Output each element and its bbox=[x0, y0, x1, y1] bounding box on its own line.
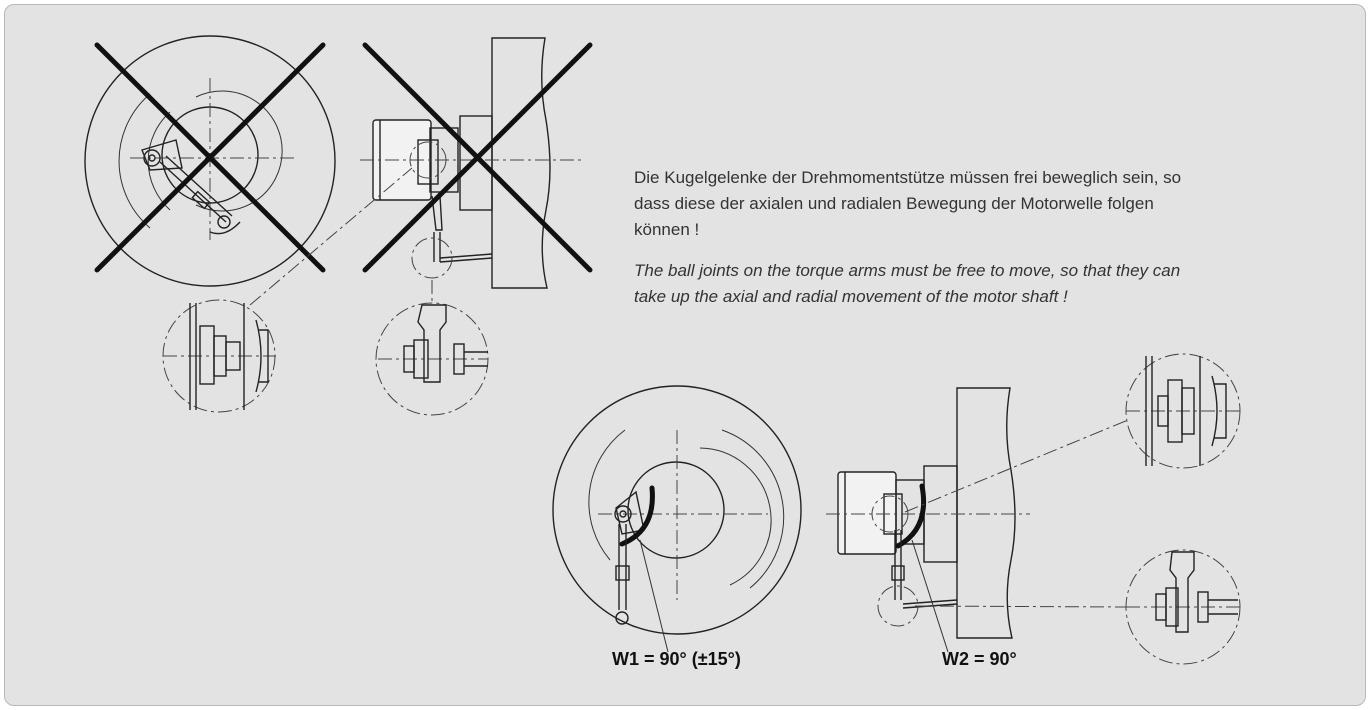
note-german: Die Kugelgelenke der Drehmomentstütze mü… bbox=[634, 168, 1182, 239]
front-view-correct bbox=[552, 385, 802, 653]
angle-marker-w2 bbox=[895, 483, 927, 549]
angle-marker-w1 bbox=[619, 485, 655, 547]
torque-arm-bracket bbox=[141, 139, 183, 171]
detail-circle-left bbox=[162, 167, 413, 413]
angle-label-w2: W2 = 90° bbox=[942, 649, 1017, 669]
detail-circle-middle bbox=[375, 280, 489, 416]
side-view-incorrect bbox=[360, 37, 593, 289]
front-view-incorrect bbox=[84, 35, 336, 287]
angle-label-w1: W1 = 90° (±15°) bbox=[612, 649, 741, 669]
diagram-panel bbox=[4, 4, 1366, 706]
side-view-correct bbox=[826, 387, 1030, 653]
machine-wall bbox=[491, 37, 551, 289]
motor-body-correct bbox=[837, 471, 897, 555]
detail-circle-lower-right bbox=[914, 549, 1241, 665]
swing-arc-outer bbox=[118, 93, 151, 229]
swing-arc-mid bbox=[147, 111, 171, 211]
shaft-circle-correct bbox=[627, 461, 725, 559]
motor-outline-circle-correct bbox=[552, 385, 802, 635]
motor-outline-circle bbox=[84, 35, 336, 287]
note-english: The ball joints on the torque arms must … bbox=[634, 261, 1181, 306]
detail-circle-upper-right bbox=[904, 353, 1241, 513]
